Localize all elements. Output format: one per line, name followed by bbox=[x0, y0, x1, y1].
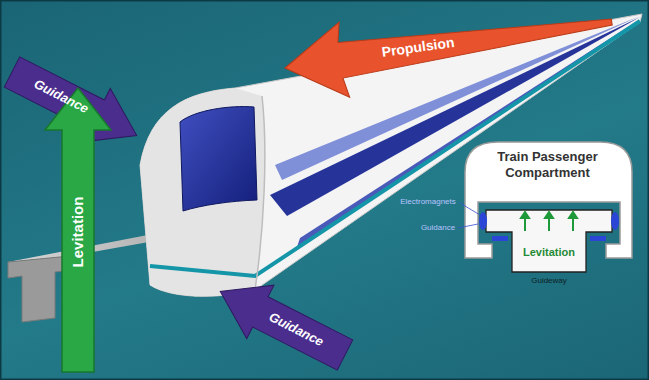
propulsion-arrow bbox=[280, 0, 617, 106]
box-heading: Train Passenger Compartment bbox=[472, 149, 623, 180]
part-label: Levitation bbox=[69, 197, 86, 268]
levitation-arrow bbox=[45, 88, 111, 372]
train-body bbox=[140, 14, 642, 296]
part-label: Guidance bbox=[421, 223, 455, 232]
compartment-box: Train Passenger Compartment bbox=[470, 147, 625, 182]
part-label: Levitation bbox=[523, 246, 575, 259]
part-label: Guideway bbox=[531, 276, 567, 285]
cross-section-inset bbox=[458, 142, 632, 272]
guidance-arrow bbox=[207, 265, 359, 380]
part-label: Electromagnets bbox=[400, 197, 456, 206]
